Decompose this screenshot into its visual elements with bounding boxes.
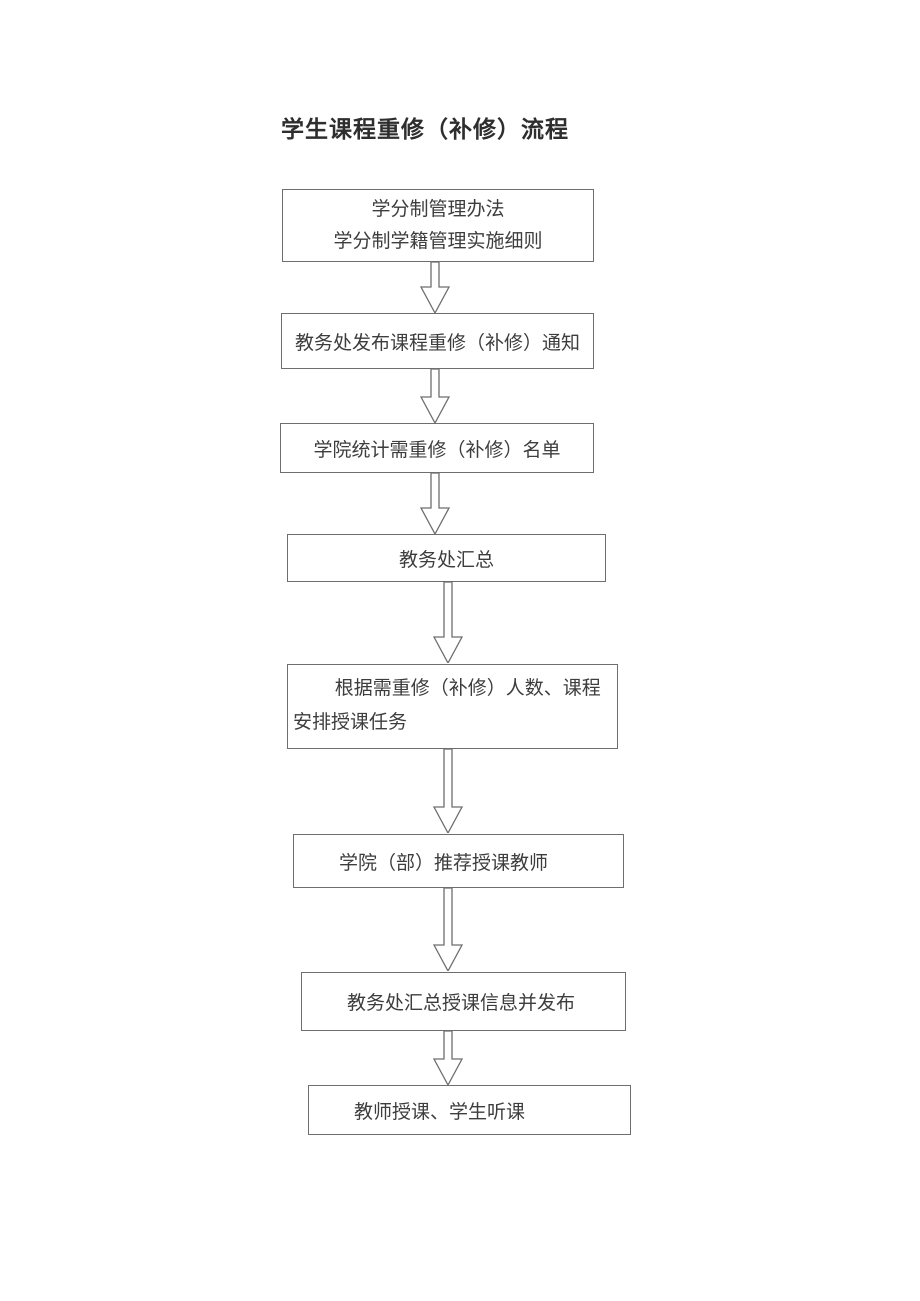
- down-arrow-icon: [420, 369, 450, 423]
- down-arrow-icon: [433, 1031, 463, 1085]
- down-arrow-icon: [433, 888, 463, 971]
- flow-node-publish-info: 教务处汇总授课信息并发布: [301, 972, 626, 1031]
- down-arrow-icon: [420, 262, 450, 313]
- flow-node-teaching: 教师授课、学生听课: [308, 1085, 631, 1135]
- flow-node-list: 学院统计需重修（补修）名单: [280, 423, 594, 473]
- flow-node-policy-line2: 学分制学籍管理实施细则: [333, 230, 543, 252]
- flow-node-recommend-teachers: 学院（部）推荐授课教师: [293, 834, 624, 888]
- flow-node-policy-line1: 学分制管理办法: [371, 199, 505, 221]
- flow-node-notice: 教务处发布课程重修（补修）通知: [281, 313, 594, 369]
- flow-node-summary: 教务处汇总: [287, 534, 606, 582]
- diagram-title: 学生课程重修（补修）流程: [281, 116, 569, 142]
- flow-node-policy: 学分制管理办法 学分制学籍管理实施细则: [282, 189, 594, 262]
- flow-node-arrange-tasks: 根据需重修（补修）人数、课程安排授课任务: [287, 664, 618, 749]
- down-arrow-icon: [433, 749, 463, 833]
- down-arrow-icon: [433, 582, 463, 663]
- down-arrow-icon: [420, 473, 450, 534]
